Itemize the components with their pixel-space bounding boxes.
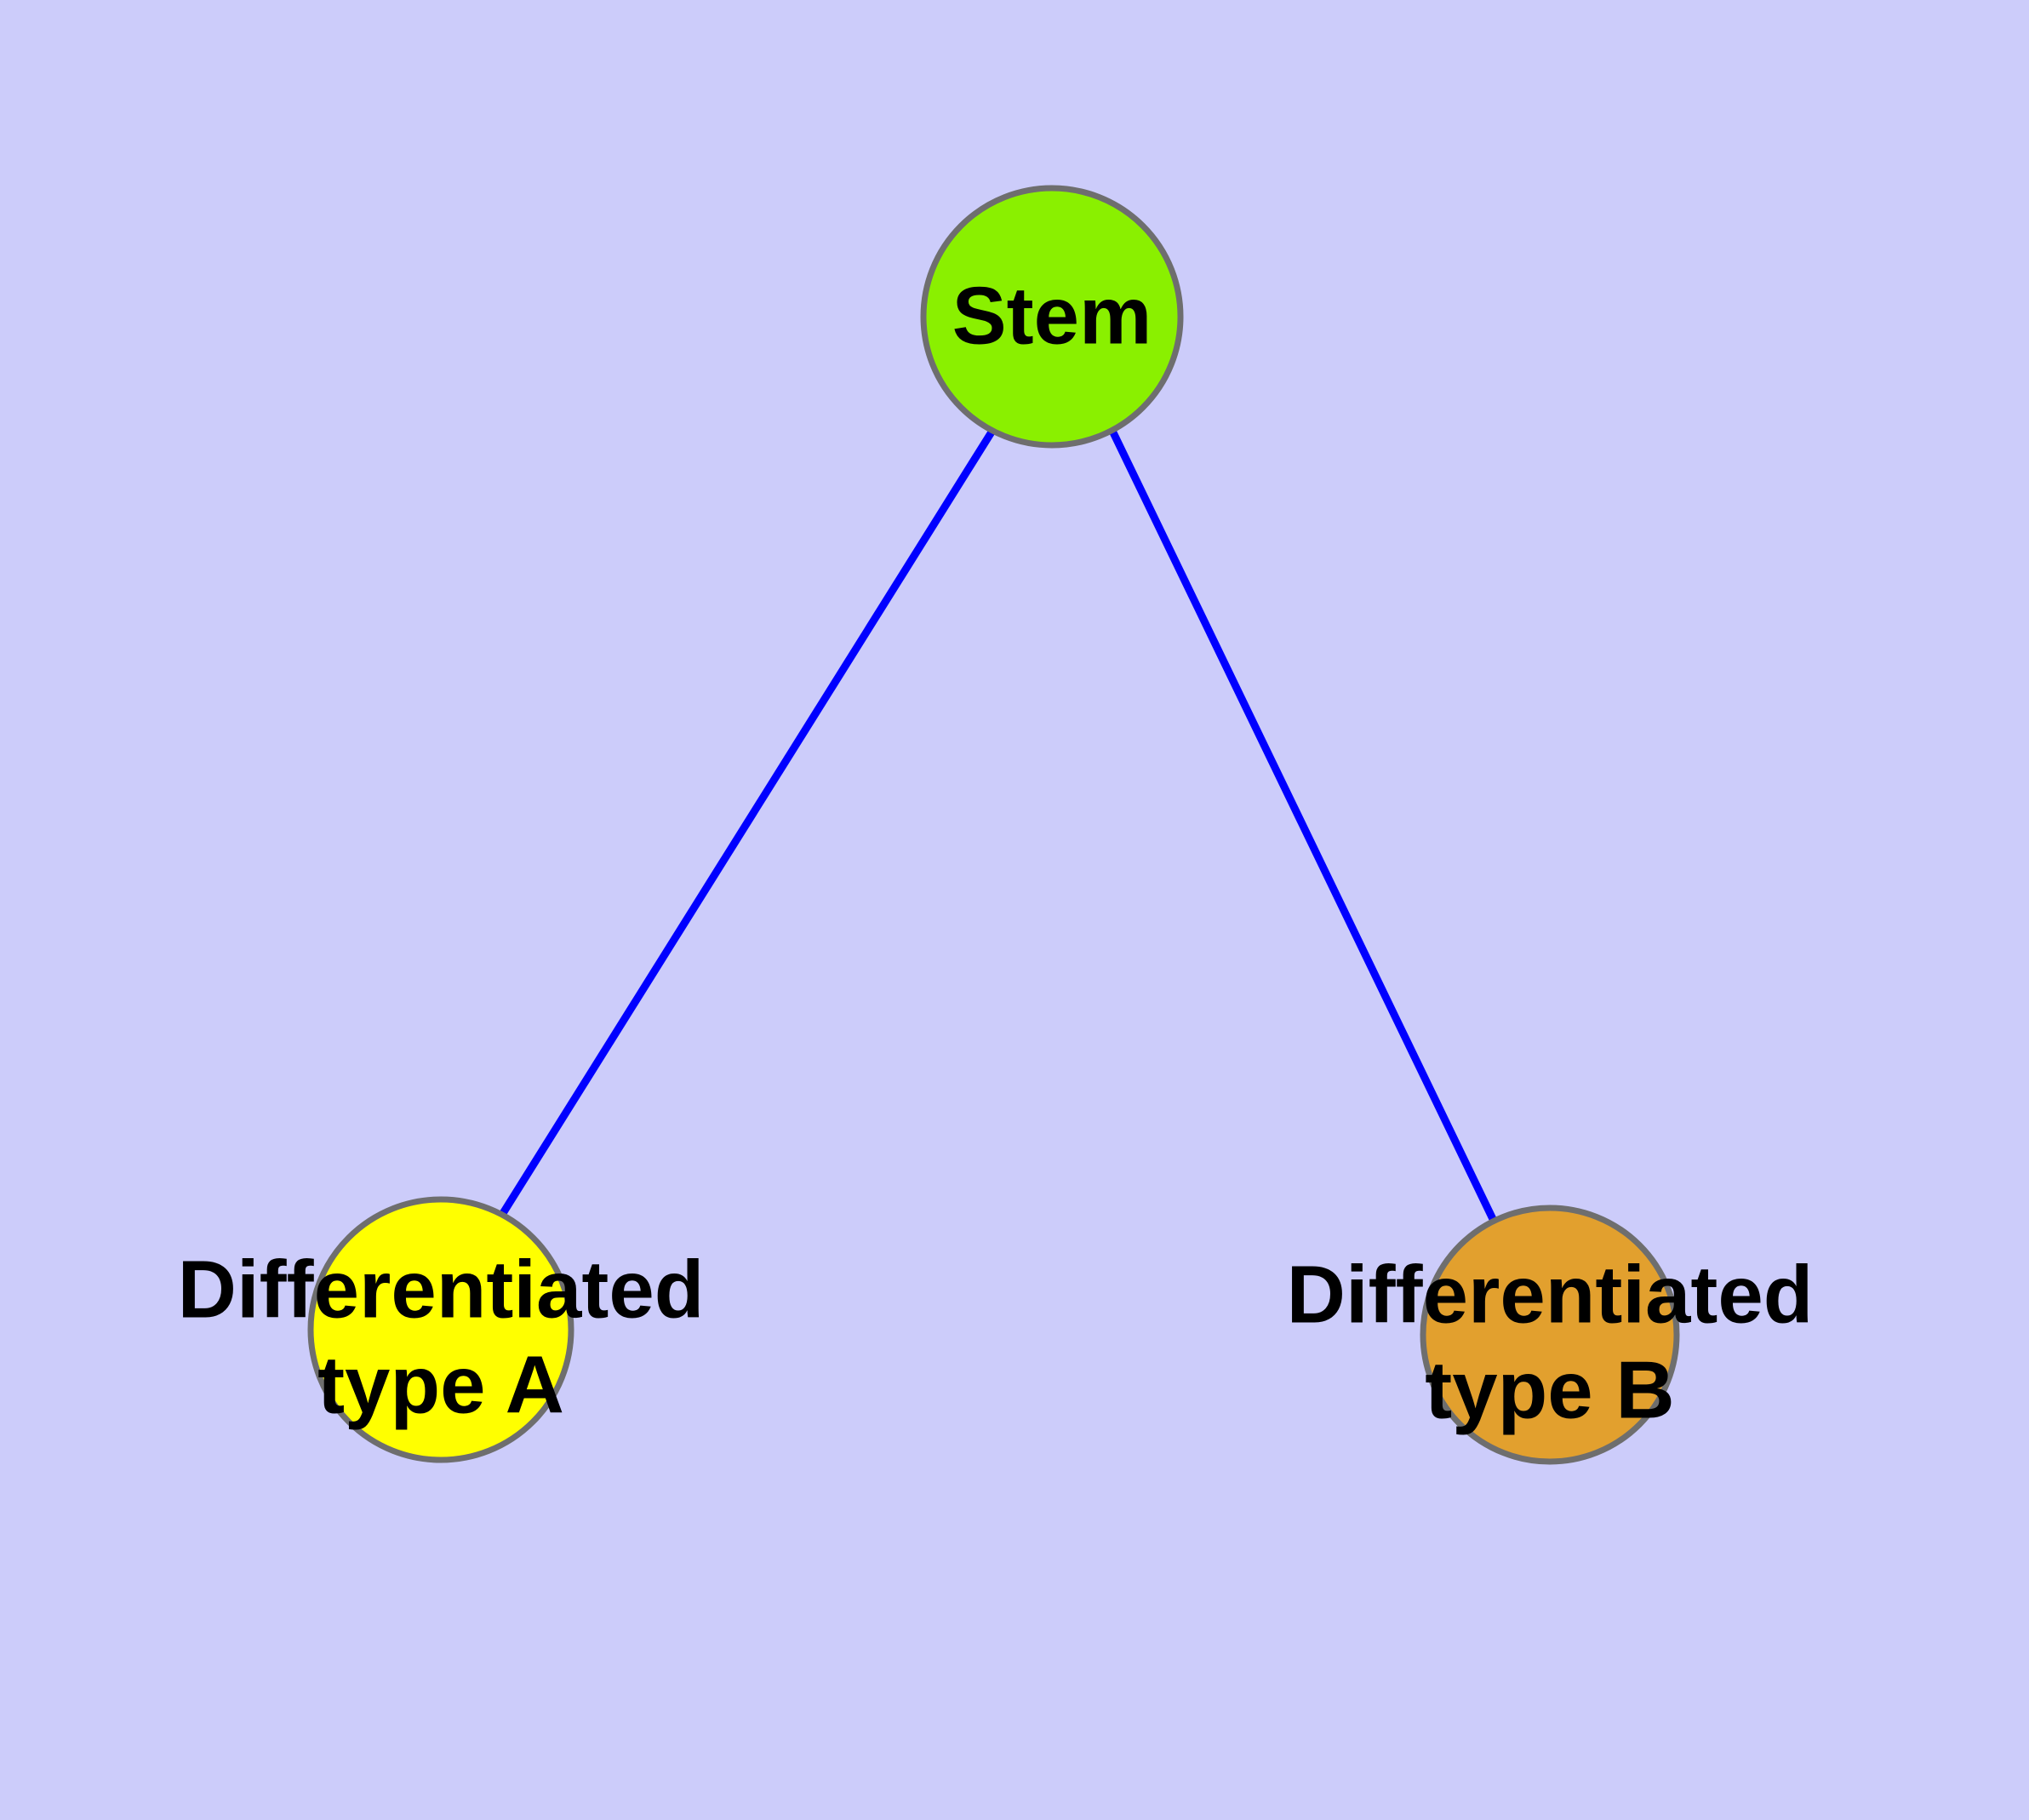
node-type-b-circle[interactable] xyxy=(1420,1205,1680,1465)
node-type-a-label-line1: Differentiated xyxy=(178,1244,705,1335)
node-type-b-label-line1: Differentiated xyxy=(1287,1249,1814,1340)
node-type-a-label-line2: type A xyxy=(317,1339,564,1430)
node-differentiated-type-b[interactable]: Differentiated type B xyxy=(1287,1205,1814,1465)
node-type-a-circle[interactable] xyxy=(307,1196,574,1463)
node-stem-circle[interactable] xyxy=(920,185,1184,449)
node-differentiated-type-a[interactable]: Differentiated type A xyxy=(178,1196,705,1463)
edge-stem-to-type-b[interactable] xyxy=(1108,429,1497,1221)
node-type-b-label-line2: type B xyxy=(1425,1344,1674,1435)
node-stem[interactable]: Stem xyxy=(920,185,1184,449)
edge-stem-to-type-a[interactable] xyxy=(497,428,996,1220)
node-stem-label: Stem xyxy=(952,270,1152,361)
